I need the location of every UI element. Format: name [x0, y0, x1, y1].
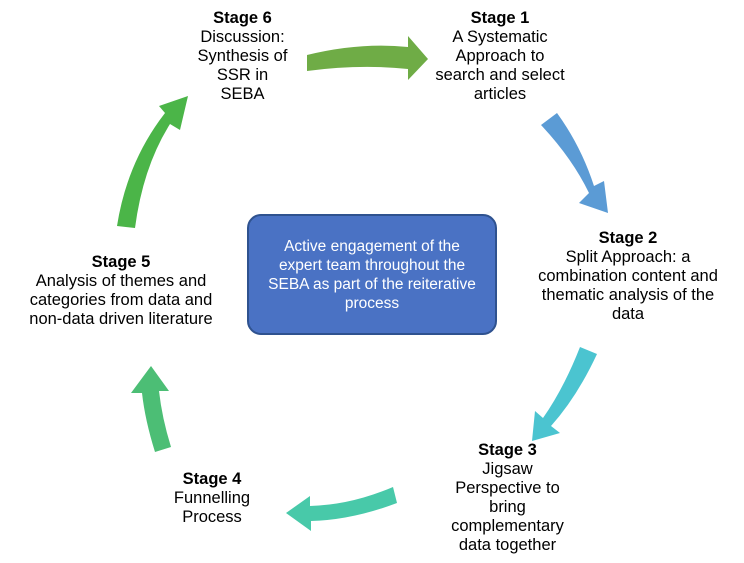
- stage-2-desc-line: thematic analysis of the: [541, 286, 715, 304]
- arrow-stage6-to-stage1: [307, 36, 428, 80]
- stage-6-title: Stage 6: [213, 9, 272, 27]
- stage-5-desc-line: Analysis of themes and: [35, 272, 207, 290]
- arrow-stage4-to-stage5: [131, 366, 171, 452]
- stage-4-desc-line: Funnelling: [173, 489, 251, 507]
- stage-3-desc-line: complementary: [451, 517, 564, 535]
- stage-3-label: Stage 3 Jigsaw Perspective to bring comp…: [425, 441, 590, 555]
- stage-2-desc-line: combination content and: [538, 267, 718, 285]
- stage-6-desc-line: Discussion:: [200, 28, 285, 46]
- stage-3-desc-line: Perspective to: [455, 479, 560, 497]
- stage-3-desc-line: data together: [458, 536, 557, 554]
- arrow-stage5-to-stage6: [117, 96, 188, 228]
- stage-1-desc-line: articles: [473, 85, 527, 103]
- stage-5-desc-line: non-data driven literature: [29, 310, 213, 328]
- stage-6-desc-line: SEBA: [220, 85, 265, 103]
- center-process-text: Active engagement of the expert team thr…: [268, 237, 476, 312]
- stage-6-label: Stage 6 Discussion: Synthesis of SSR in …: [175, 9, 310, 104]
- stage-5-title: Stage 5: [91, 253, 151, 271]
- stage-1-desc-line: search and select: [435, 66, 565, 84]
- stage-3-title: Stage 3: [478, 441, 537, 459]
- stage-1-label: Stage 1 A Systematic Approach to search …: [420, 9, 580, 104]
- stage-1-desc-line: A Systematic: [452, 28, 548, 46]
- arrow-stage1-to-stage2: [541, 113, 608, 213]
- stage-1-desc-line: Approach to: [455, 47, 545, 65]
- center-process-box: Active engagement of the expert team thr…: [247, 214, 497, 335]
- stage-2-title: Stage 2: [598, 229, 658, 247]
- stage-6-desc-line: Synthesis of: [197, 47, 288, 65]
- stage-2-desc-line: data: [611, 305, 645, 323]
- stage-1-title: Stage 1: [470, 9, 530, 27]
- stage-2-label: Stage 2 Split Approach: a combination co…: [512, 229, 744, 324]
- stage-4-title: Stage 4: [182, 470, 242, 488]
- arrow-stage2-to-stage3: [532, 347, 597, 441]
- stage-5-label: Stage 5 Analysis of themes and categorie…: [2, 253, 240, 329]
- stage-3-desc-line: Jigsaw: [482, 460, 533, 478]
- stage-6-desc-line: SSR in: [216, 66, 269, 84]
- arrow-stage3-to-stage4: [286, 487, 397, 531]
- stage-5-desc-line: categories from data and: [29, 291, 213, 309]
- stage-4-label: Stage 4 Funnelling Process: [152, 470, 272, 527]
- stage-2-desc-line: Split Approach: a: [565, 248, 691, 266]
- stage-3-desc-line: bring: [489, 498, 526, 516]
- stage-4-desc-line: Process: [182, 508, 242, 526]
